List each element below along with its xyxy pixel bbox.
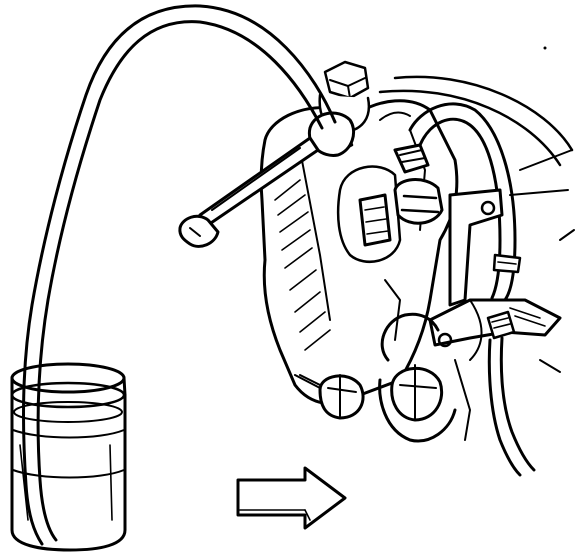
mounting-bolts (294, 312, 457, 443)
mounting-bracket (428, 188, 562, 348)
rotor-outline (378, 46, 575, 241)
direction-arrow (236, 466, 347, 530)
knuckle-lower (454, 299, 561, 441)
banjo-bolt (358, 143, 444, 247)
clear-drain-hose (22, 4, 337, 546)
box-wrench[interactable] (178, 111, 355, 248)
caliper-assembly (259, 99, 459, 406)
hard-brake-line (487, 336, 536, 477)
catch-jar-with-fluid (10, 362, 127, 552)
brake-hose (408, 102, 522, 302)
